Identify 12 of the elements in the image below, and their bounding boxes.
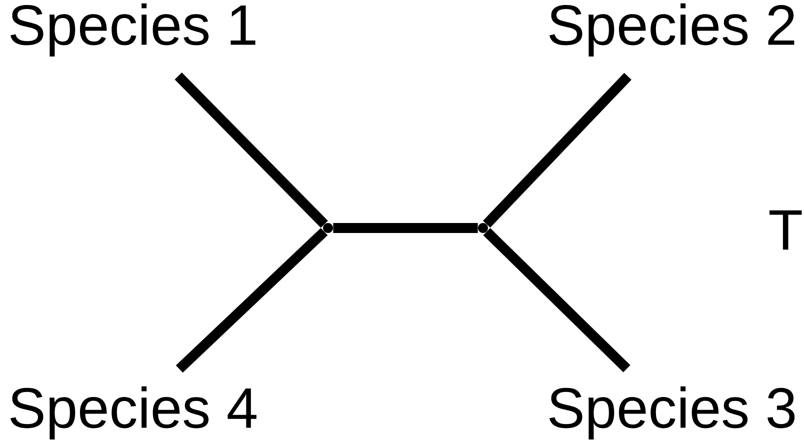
species-label: Species 4: [10, 386, 256, 440]
tree-branch: [176, 228, 328, 373]
tree-branch: [483, 228, 630, 372]
tree-branch: [333, 222, 478, 233]
species-label: Species 1: [10, 3, 256, 57]
tree-branch: [482, 72, 632, 228]
species-label: Species 3: [549, 386, 795, 440]
branch-junction: [478, 222, 488, 233]
species-label: Species 2: [549, 3, 794, 57]
branch-junction: [323, 222, 333, 233]
label: T: [769, 210, 802, 250]
tree-branch: [174, 72, 328, 228]
